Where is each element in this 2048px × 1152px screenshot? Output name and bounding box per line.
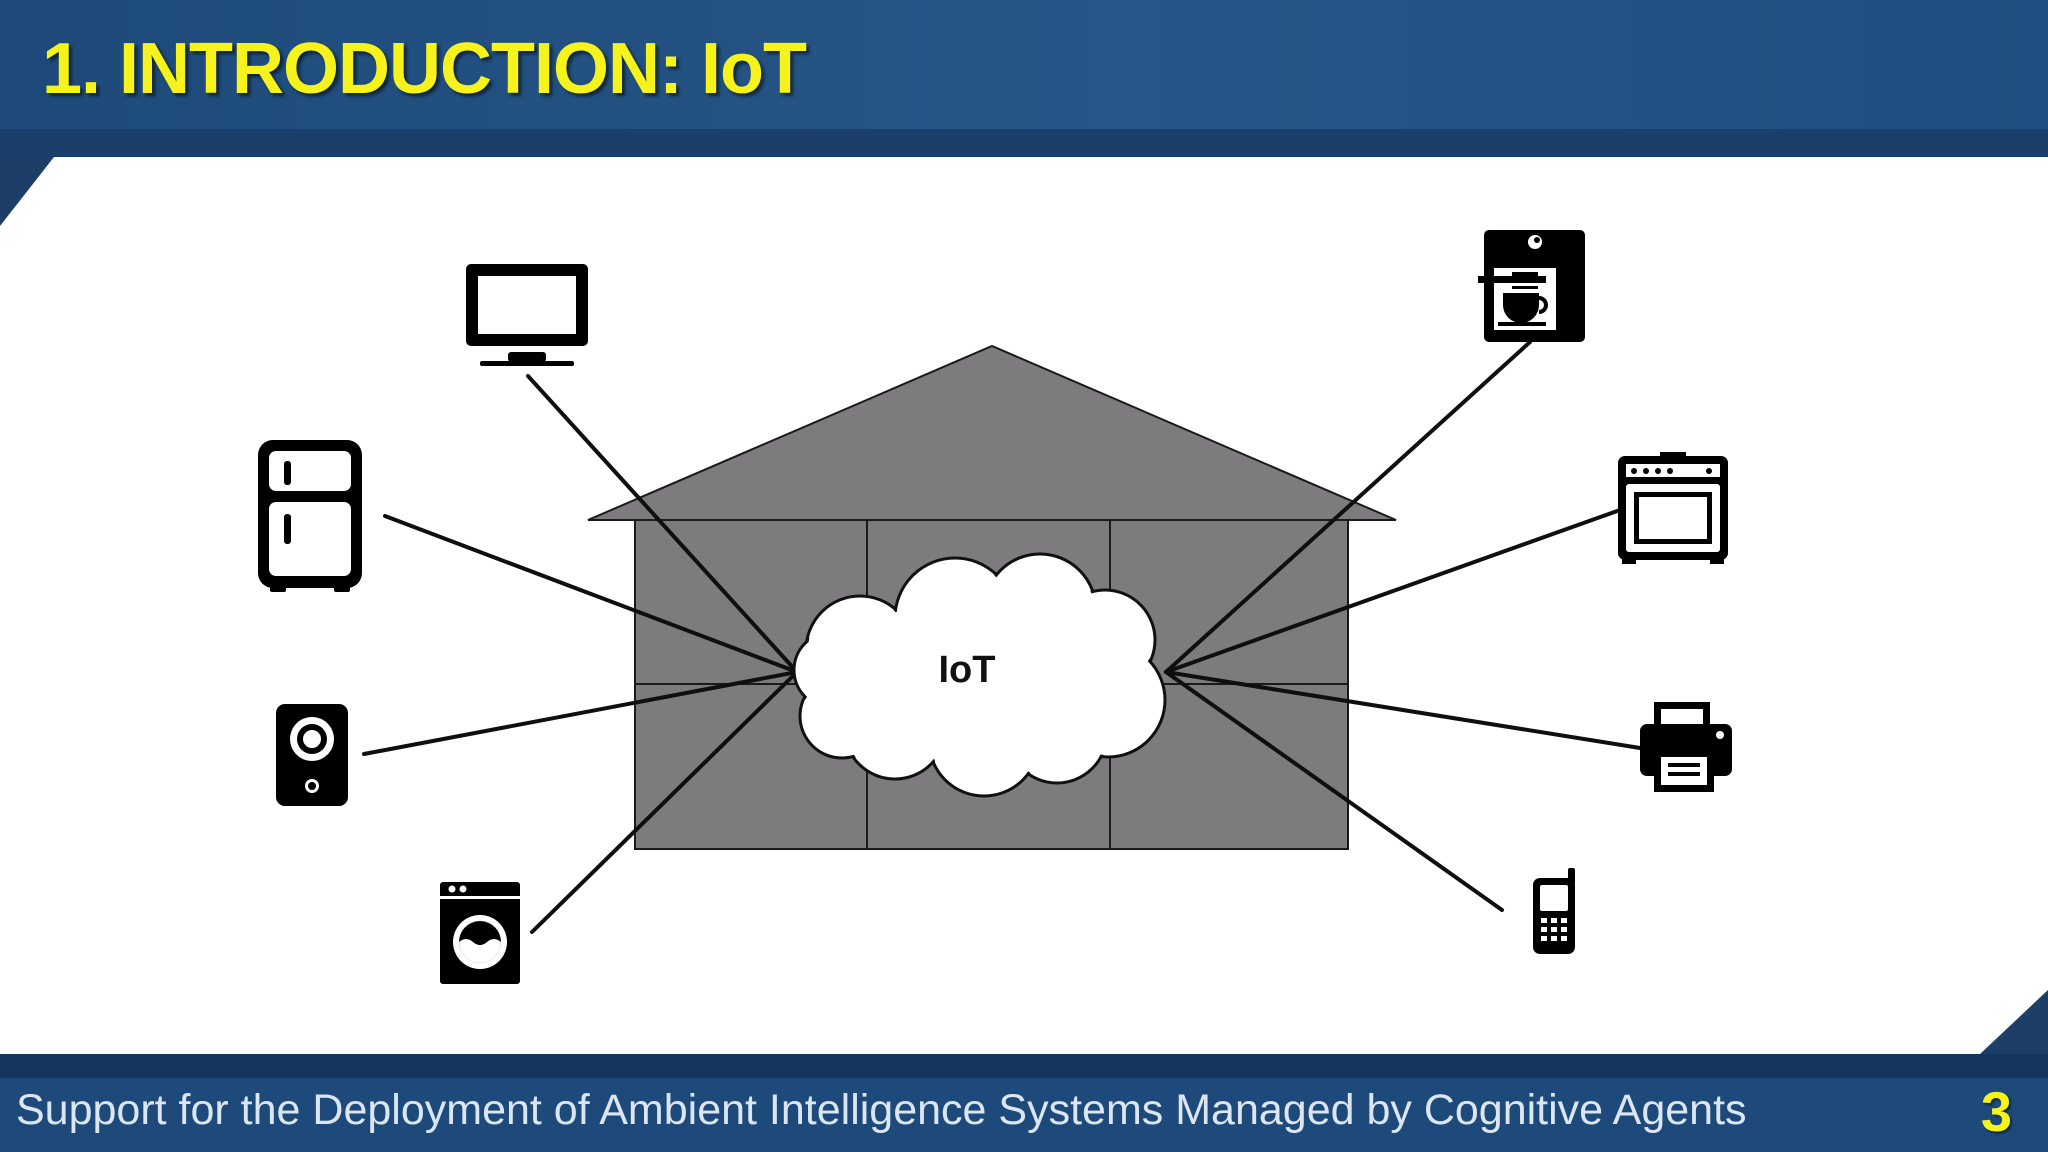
corner-wedge-bottom-right bbox=[1980, 990, 2048, 1054]
washing-machine-icon bbox=[440, 882, 520, 984]
slide-title: 1. INTRODUCTION: IoT bbox=[42, 29, 807, 109]
title-bar-stripe bbox=[0, 129, 2048, 157]
connector-coffee-machine bbox=[1164, 340, 1532, 674]
mobile-phone-icon bbox=[1533, 868, 1575, 954]
speaker-icon bbox=[276, 704, 348, 806]
connection-lines bbox=[362, 340, 1642, 934]
oven-icon bbox=[1618, 452, 1728, 564]
connector-mobile-phone bbox=[1164, 670, 1504, 912]
connector-television bbox=[526, 374, 799, 674]
corner-wedge-top-left bbox=[0, 157, 54, 226]
iot-cloud: IoT bbox=[792, 552, 1167, 798]
connector-washing-machine bbox=[530, 670, 799, 934]
printer-icon bbox=[1640, 702, 1732, 792]
connector-oven bbox=[1164, 508, 1622, 674]
title-bar bbox=[0, 0, 2048, 157]
footer-text: Support for the Deployment of Ambient In… bbox=[16, 1086, 1747, 1134]
page-number: 3 bbox=[1980, 1080, 2012, 1143]
connector-printer bbox=[1164, 670, 1642, 750]
footer-bar bbox=[0, 1054, 2048, 1152]
connector-refrigerator bbox=[383, 514, 799, 674]
refrigerator-icon bbox=[258, 440, 362, 592]
footer-bar-line bbox=[0, 1054, 2048, 1078]
cloud-label: IoT bbox=[939, 649, 996, 691]
television-icon bbox=[466, 264, 588, 366]
connector-speaker bbox=[362, 670, 799, 756]
house-roof bbox=[587, 344, 1397, 521]
coffee-machine-icon bbox=[1478, 230, 1585, 342]
